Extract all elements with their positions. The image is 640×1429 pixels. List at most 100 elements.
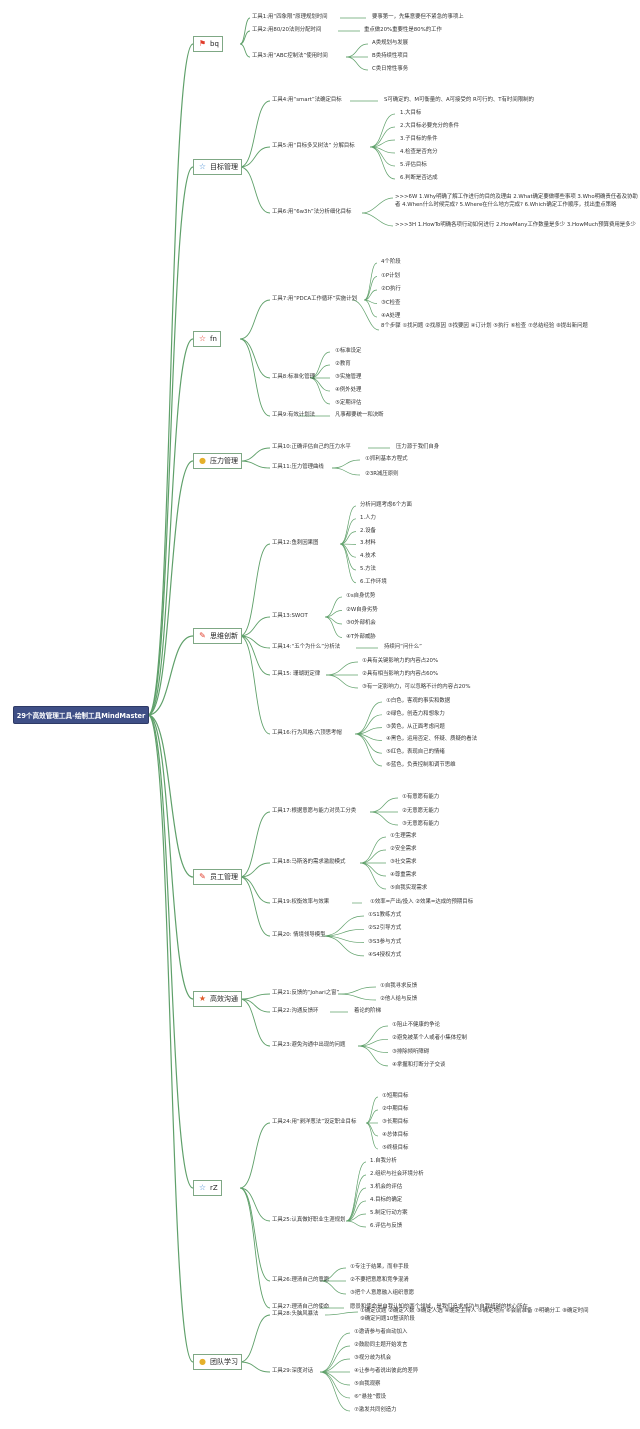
detail-t7a-0[interactable]: 4个阶段 xyxy=(381,259,401,265)
detail-t29a-5[interactable]: ⑥“悬挂”假设 xyxy=(354,1394,386,1400)
tool-t27[interactable]: 工具27:理清自己的使命 xyxy=(272,1304,330,1310)
detail-t25a-5[interactable]: 6.评估与反馈 xyxy=(370,1223,403,1229)
detail-t23a-3[interactable]: ④拿握和打断分子交谈 xyxy=(392,1061,446,1068)
detail-t18a-3[interactable]: ④尊重需求 xyxy=(390,872,417,878)
detail-t13a-2[interactable]: ③0外部机会 xyxy=(346,620,376,626)
detail-t13a-0[interactable]: ①s自身优势 xyxy=(346,593,376,599)
tool-t3[interactable]: 工具3:用“ABC控制法”使用时间 xyxy=(252,53,328,59)
detail-t25a-2[interactable]: 3.机会的评估 xyxy=(370,1184,403,1190)
tool-t1[interactable]: 工具1:用“四象限”原理规划时间 xyxy=(252,14,328,20)
tool-t29[interactable]: 工具29:深度对话 xyxy=(272,1368,314,1374)
detail-t5a-4[interactable]: 5.评估目标 xyxy=(400,162,427,168)
detail-t20a-1[interactable]: ②S2引导方式 xyxy=(368,925,402,932)
detail-t12a-2[interactable]: 2.设备 xyxy=(360,527,376,534)
detail-t16a-5[interactable]: ⑥蓝色，负责控制和调节思维 xyxy=(386,762,456,768)
detail-t8a-0[interactable]: ①标准设定 xyxy=(335,348,362,354)
detail-t11a-1[interactable]: ②3R减压原则 xyxy=(365,471,399,477)
detail-t18a-1[interactable]: ②安全需求 xyxy=(390,846,417,852)
tool-t4[interactable]: 工具4:用“smart”法确定目标 xyxy=(272,97,342,103)
detail-t16a-0[interactable]: ①白色，客观的事实和数据 xyxy=(386,698,451,704)
detail-t20a-0[interactable]: ①S1教练方式 xyxy=(368,912,402,918)
detail-t17a-1[interactable]: ②无意愿无能力 xyxy=(402,808,440,814)
detail-t5a-2[interactable]: 3.子目标的条件 xyxy=(400,136,438,142)
detail-t3a-2[interactable]: C类日常性事务 xyxy=(372,66,409,72)
category-yl[interactable]: ●压力管理 xyxy=(193,453,242,469)
detail-t28a[interactable]: ①确定议题 ②确定人数 ③确定人选 ④确定主持人 ⑤确定地点 ⑥会前准备 ⑦明确… xyxy=(360,1308,589,1322)
tool-t28[interactable]: 工具28:头脑风暴法 xyxy=(272,1311,319,1317)
tool-t8[interactable]: 工具8:标准化管理 xyxy=(272,374,315,380)
tool-t26[interactable]: 工具26:理清自己的意愿 xyxy=(272,1277,330,1283)
category-mb[interactable]: ☆目标管理 xyxy=(193,159,242,175)
tool-t20[interactable]: 工具20: 情境领导模型 xyxy=(272,932,326,938)
category-bq[interactable]: ⚑bq xyxy=(193,36,223,52)
detail-t12a-3[interactable]: 3.材料 xyxy=(360,540,376,547)
tool-t17[interactable]: 工具17:根据意愿与能力对员工分类 xyxy=(272,808,357,814)
detail-t27a[interactable]: 愿景和使命是自我认知的两个领域，是我们追求成功与自我超越的核心所在 xyxy=(350,1304,528,1310)
detail-t18a-2[interactable]: ③社交需求 xyxy=(390,859,417,865)
detail-t7b[interactable]: 8个步骤 ①找问题 ②找原因 ③找要因 ④订计划 ⑤执行 ⑥检查 ⑦总结经验 ⑧… xyxy=(381,323,588,329)
detail-t2a[interactable]: 重点做20%重要性是80%的工作 xyxy=(364,27,442,33)
detail-t24a-1[interactable]: ②中期目标 xyxy=(382,1106,409,1112)
detail-t15a-2[interactable]: ③有一定影响力，可以忽略不计的内容占20% xyxy=(362,684,471,690)
detail-t25a-4[interactable]: 5.制定行动方案 xyxy=(370,1210,408,1216)
tool-t22[interactable]: 工具22:沟通反馈环 xyxy=(272,1008,319,1014)
detail-t16a-1[interactable]: ②绿色，创造力和想象力 xyxy=(386,710,445,717)
detail-t7a-2[interactable]: ②D执行 xyxy=(381,286,401,292)
detail-t24a-2[interactable]: ③长期目标 xyxy=(382,1119,409,1125)
category-yg[interactable]: ✎员工管理 xyxy=(193,869,242,885)
tool-t21[interactable]: 工具21:反馈的“Johari之窗” xyxy=(272,990,340,996)
tool-t9[interactable]: 工具9:有效计划法 xyxy=(272,412,315,418)
detail-t5a-5[interactable]: 6.判断是否达成 xyxy=(400,175,438,181)
detail-t25a-1[interactable]: 2.组织与社会环境分析 xyxy=(370,1171,424,1177)
tool-t18[interactable]: 工具18:马斯洛的需求激励模式 xyxy=(272,859,346,865)
detail-t6b[interactable]: >>>3H 1.HowTo明确各项行动如何进行 2.HowMany工作数量是多少… xyxy=(395,222,636,228)
tool-t24[interactable]: 工具24:用“剥洋葱法”设定职业目标 xyxy=(272,1119,357,1125)
category-td[interactable]: ●团队学习 xyxy=(193,1354,242,1370)
tool-t12[interactable]: 工具12:鱼刺因果图 xyxy=(272,540,319,546)
detail-t26a-2[interactable]: ③把个人意愿融入组织意愿 xyxy=(350,1290,415,1296)
detail-t19a[interactable]: ①效率=产出/投入 ②效果=达成的预期目标 xyxy=(370,899,474,905)
detail-t7a-4[interactable]: ④A处理 xyxy=(381,313,401,319)
detail-t12a-1[interactable]: 1.人力 xyxy=(360,514,376,521)
detail-t29a-1[interactable]: ②鼓励同主题开始发言 xyxy=(354,1342,408,1348)
detail-t3a-1[interactable]: B类持续性项目 xyxy=(372,53,409,59)
detail-t9a[interactable]: 凡事都要统一和决断 xyxy=(335,412,384,418)
detail-t6a[interactable]: >>>6W 1.Why明确了解工作进行的目的及理由 2.What确定要做哪些事项… xyxy=(395,194,638,208)
category-fn[interactable]: ☆fn xyxy=(193,331,221,347)
category-sw[interactable]: ✎思维创新 xyxy=(193,628,242,644)
tool-t19[interactable]: 工具19:权衡效率与效果 xyxy=(272,899,330,905)
detail-t14a[interactable]: 持续问“问什么” xyxy=(384,644,422,650)
detail-t8a-2[interactable]: ③实施管理 xyxy=(335,374,362,380)
detail-t21a-1[interactable]: ②他人给与反馈 xyxy=(380,996,418,1002)
detail-t25a-0[interactable]: 1.自我分析 xyxy=(370,1158,397,1164)
detail-t5a-1[interactable]: 2.大目标必要充分的条件 xyxy=(400,123,460,129)
detail-t5a-0[interactable]: 1.大目标 xyxy=(400,110,422,116)
tool-t2[interactable]: 工具2:用80/20法则分配时间 xyxy=(252,27,322,33)
detail-t24a-3[interactable]: ④总体目标 xyxy=(382,1132,409,1138)
tool-t25[interactable]: 工具25:认真做好职业生涯规划 xyxy=(272,1217,346,1223)
tool-t14[interactable]: 工具14:“五个为什么”分析法 xyxy=(272,644,341,650)
detail-t16a-4[interactable]: ⑤红色，表现自己的情绪 xyxy=(386,749,445,756)
detail-t29a-3[interactable]: ④让参与者说出彼此的差异 xyxy=(354,1368,419,1374)
tool-t11[interactable]: 工具11:压力管理曲线 xyxy=(272,464,324,470)
detail-t20a-2[interactable]: ③S3参与方式 xyxy=(368,938,402,945)
detail-t8a-4[interactable]: ⑤定期评估 xyxy=(335,400,362,406)
detail-t16a-2[interactable]: ③黄色，从正面考虑问题 xyxy=(386,723,445,730)
detail-t7a-3[interactable]: ③C检查 xyxy=(381,299,401,306)
tool-t10[interactable]: 工具10:正确评估自己的压力水平 xyxy=(272,444,351,450)
detail-t26a-1[interactable]: ②不要把意愿和竞争混淆 xyxy=(350,1277,409,1283)
category-rz[interactable]: ☆rZ xyxy=(193,1180,222,1196)
category-gx[interactable]: ★高效沟通 xyxy=(193,991,242,1007)
detail-t15a-1[interactable]: ②具有相当影响力的内容占60% xyxy=(362,671,439,677)
root-topic[interactable]: 29个高效管理工具-绘制工具MindMaster xyxy=(13,706,149,724)
detail-t15a-0[interactable]: ①具有关键影响力的内容占20% xyxy=(362,658,439,664)
detail-t29a-0[interactable]: ①邀请参与者自动加入 xyxy=(354,1329,408,1335)
detail-t29a-4[interactable]: ⑤自我观察 xyxy=(354,1381,381,1387)
tool-t7[interactable]: 工具7:用“PDCA工作循环”实施计划 xyxy=(272,296,357,302)
tool-t13[interactable]: 工具13:SWOT xyxy=(272,613,308,619)
tool-t6[interactable]: 工具6:用“6w3h”法分析细化目标 xyxy=(272,209,352,215)
tool-t16[interactable]: 工具16:行为风格:六顶思考帽 xyxy=(272,730,342,736)
detail-t16a-3[interactable]: ④黑色，运用否定、怀疑、质疑的看法 xyxy=(386,736,478,743)
detail-t29a-6[interactable]: ⑦激发共同创造力 xyxy=(354,1407,397,1413)
detail-t17a-0[interactable]: ①有意愿有能力 xyxy=(402,794,440,800)
